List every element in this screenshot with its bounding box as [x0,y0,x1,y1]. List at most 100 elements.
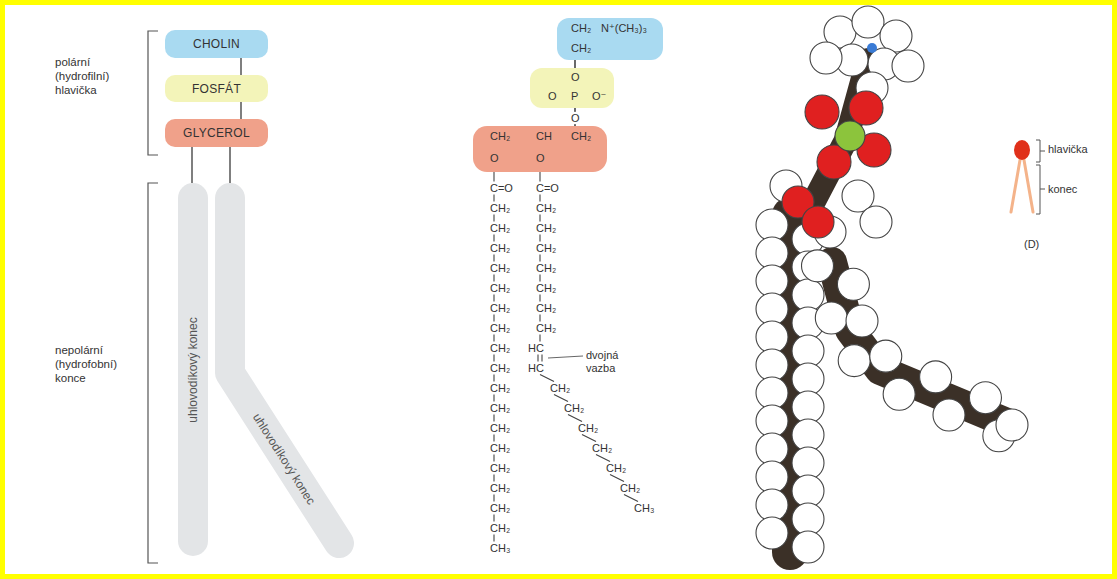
formula-group: CH₂ [536,322,556,334]
choline-box: CHOLIN [165,30,268,58]
bond-line [493,435,494,442]
formula-group: CH₂ [490,502,510,514]
formula-group: CH₂ [550,382,570,394]
formula-group: CH₂ [490,302,510,314]
connector-line [191,147,193,183]
bond-line [493,295,494,302]
bond-line [539,335,540,342]
atom [792,335,824,367]
formula-group: CH₂ [490,422,510,434]
bond-line [493,535,494,542]
bond-line [493,395,494,402]
atom [996,409,1028,441]
bond-line [539,275,540,282]
atom [792,447,824,479]
atom [849,91,883,125]
formula-group: CH₂ [490,442,510,454]
formula-group: C=O [536,182,559,194]
atom [756,433,788,465]
bond-line [539,215,540,222]
atom [792,279,824,311]
atom [756,489,788,521]
box-label: CHOLIN [193,37,240,51]
atom [792,419,824,451]
lipid-key-icon [1011,140,1045,214]
connector-line [240,102,242,119]
bracket [148,31,158,563]
atom [933,399,965,431]
formula-group: CH₂ [571,130,591,142]
formula-group: CH [536,130,552,142]
atom [838,345,870,377]
formula-group: CH₂ [536,222,556,234]
atom [756,405,788,437]
atom [860,206,892,238]
atom [802,206,834,238]
formula-group: CH₂ [490,242,510,254]
atom [892,50,924,82]
formula-group: O [548,90,557,102]
formula-group: O [490,152,499,164]
formula-group: HC [528,362,544,374]
formula-group: CH₂ [536,302,556,314]
bond-line [493,515,494,522]
atom [835,121,865,151]
bond-line [596,455,610,462]
tail-label: uhlovodíkový konec [250,411,318,507]
formula-group: CH₂ [564,402,584,414]
panel-letter: (D) [1024,238,1039,251]
formula-group: CH₂ [490,482,510,494]
bond-line [493,335,494,342]
formula-group: CH₃ [634,502,654,514]
atom [870,340,902,372]
formula-group: CH₂ [620,482,640,494]
hydrocarbon-tail: uhlovodíkový konec [178,183,208,556]
atom [756,293,788,325]
space-filling-model [756,6,1028,563]
glycerol-box: GLYCEROL [165,119,268,147]
formula-group: CH₂ [592,442,612,454]
atom [801,250,833,282]
formula-group: CH₂ [490,130,510,142]
bond-line [493,375,494,382]
formula-group: CH₂ [578,422,598,434]
bond-line [537,355,538,362]
atom [756,237,788,269]
bond-line [493,455,494,462]
formula-group: CH₂ [571,22,591,34]
atom [880,20,912,52]
atom [756,517,788,549]
key-label: hlavička [1048,143,1088,156]
glycerol-group: CH₂CHCH₂OO [473,126,607,172]
atom [815,302,847,334]
carbon-backbone [790,60,1012,552]
atom [846,305,878,337]
bond-line [540,375,554,382]
formula-group: CH₂ [490,322,510,334]
formula-group: O [571,112,580,124]
bond-line [493,275,494,282]
formula-group: N⁺(CH₃)₃ [601,22,647,34]
atom [810,42,842,74]
formula-group: C=O [490,182,513,194]
bond-line [568,415,582,422]
formula-group: CH₂ [606,462,626,474]
formula-group: CH₂ [536,202,556,214]
atom [756,461,788,493]
formula-group: HC [528,342,544,354]
bond-line [493,315,494,322]
bracket-label: nepolární (hydrofobní) konce [55,343,145,385]
bond-line [493,495,494,502]
formula-group: CH₂ [536,262,556,274]
formula-group: CH₂ [490,522,510,534]
box-label: FOSFÁT [192,82,241,96]
tail-shape [214,183,354,558]
connector-line [229,147,231,183]
connector [230,147,231,183]
formula-group: CH₂ [490,402,510,414]
tail-outline [230,198,339,543]
phosphate-group: OOPO⁻ [530,68,614,108]
atom [969,382,1001,414]
atom [756,265,788,297]
